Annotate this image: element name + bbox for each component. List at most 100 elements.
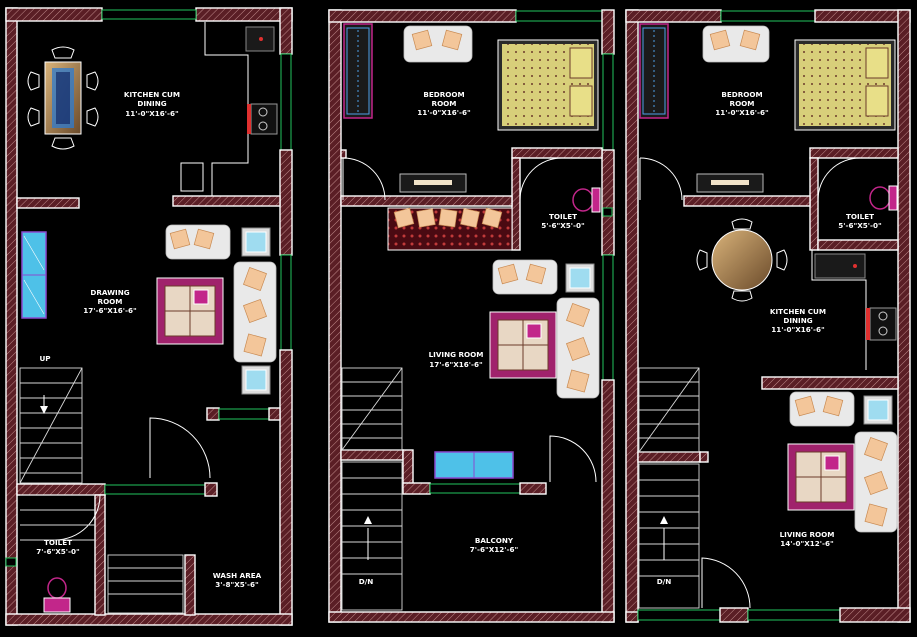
dining-table xyxy=(27,46,99,150)
label-bedroom-size: 11'-0"X16'-6" xyxy=(417,108,471,117)
label-toilet: TOILET xyxy=(846,212,874,221)
plan-ground-floor: KITCHEN CUM DINING 11'-0"X16'-6" DRAWING… xyxy=(5,7,293,626)
plan-second-floor: BEDROOM ROOM 11'-0"X16'-6" TOILET 5'-6"X… xyxy=(625,9,911,623)
wall-left xyxy=(5,7,18,626)
label-wash: WASH AREA xyxy=(213,571,262,580)
label-living-size: 17'-6"X16'-6" xyxy=(429,360,483,369)
sink-tap-icon xyxy=(853,264,857,268)
wall-stair-top xyxy=(340,449,404,461)
toilet-door-swing xyxy=(519,157,563,201)
wall-balcony-right xyxy=(519,482,547,495)
window-bottom-right xyxy=(747,609,841,621)
center-table xyxy=(787,443,855,511)
label-drawing: DRAWING xyxy=(90,288,129,297)
fridge xyxy=(180,162,204,192)
wall-right-2 xyxy=(279,149,293,256)
burner-icon xyxy=(878,311,888,321)
label-living: LIVING ROOM xyxy=(429,350,484,359)
wall-top-left xyxy=(328,9,517,23)
label-balcony-size: 7'-6"X12'-6" xyxy=(470,545,519,554)
stove xyxy=(250,103,278,135)
bed xyxy=(497,39,599,131)
label-kitchen: KITCHEN CUM xyxy=(770,307,826,316)
label-living: LIVING ROOM xyxy=(780,530,835,539)
label-drawing-size: 17'-6"X16'-6" xyxy=(83,306,137,315)
window-right-2 xyxy=(602,254,614,381)
stove-knob xyxy=(247,104,251,134)
label-drawing-2: ROOM xyxy=(98,297,123,306)
label-living-size: 14'-0"X12'-6" xyxy=(780,539,834,548)
label-kitchen-size: 11'-0"X16'-6" xyxy=(125,109,179,118)
label-wash-size: 3'-8"X5'-6" xyxy=(215,580,259,589)
window-right-1 xyxy=(280,53,292,151)
wall-bottom xyxy=(328,611,615,623)
wall-left xyxy=(328,9,342,623)
wall-stub xyxy=(340,149,347,159)
label-up: UP xyxy=(39,354,50,363)
pillar-2 xyxy=(268,407,281,421)
wall-right-3 xyxy=(279,349,293,626)
wall-toilet-bottom xyxy=(817,239,899,251)
wall-right-3 xyxy=(601,379,615,623)
bed xyxy=(794,39,896,131)
wall-bottom-right xyxy=(839,607,911,623)
entry-door-swing xyxy=(701,557,751,609)
staircase xyxy=(19,367,184,614)
window-right-2 xyxy=(280,254,292,351)
wall-right-1 xyxy=(601,9,615,55)
wall-bottom-mid xyxy=(719,607,749,623)
wall-top-right xyxy=(814,9,911,23)
sink-tap-icon xyxy=(259,37,263,41)
label-toilet-size: 5'-6"X5'-0" xyxy=(838,221,882,230)
wall-bedroom-bottom xyxy=(340,195,513,207)
toilet-seat xyxy=(572,187,601,213)
burner-icon xyxy=(258,107,268,117)
sofa-set xyxy=(165,224,277,395)
window-toilet xyxy=(5,557,17,567)
wall-inner-kitchen-right xyxy=(172,195,281,207)
wall-living-top xyxy=(761,376,899,390)
sofa-set xyxy=(789,391,898,533)
round-dining-table xyxy=(696,218,788,302)
label-bedroom-2: ROOM xyxy=(432,99,457,108)
wall-toilet-top xyxy=(16,483,106,496)
wardrobe xyxy=(639,23,669,119)
label-toilet-size: 5'-6"X5'-0" xyxy=(541,221,585,230)
wall-right-1 xyxy=(279,7,293,55)
wall-bottom xyxy=(5,613,293,626)
wall-balcony-left xyxy=(402,482,431,495)
door-swing xyxy=(149,417,211,479)
label-bedroom-2: ROOM xyxy=(730,99,755,108)
window-balcony xyxy=(429,483,521,494)
wall-top-right xyxy=(195,7,293,22)
door-swing xyxy=(342,157,386,201)
label-dn: D/N xyxy=(657,577,672,586)
sofa-bedroom xyxy=(403,25,473,63)
toilet-seat xyxy=(869,185,898,211)
burner-icon xyxy=(878,326,888,336)
wall-bottom-corner xyxy=(625,611,639,623)
wall-bedroom-bottom xyxy=(683,195,811,207)
label-dn: D/N xyxy=(359,577,374,586)
wall-right-2 xyxy=(601,149,615,256)
wall-toilet-left xyxy=(511,157,521,251)
label-toilet: TOILET xyxy=(549,212,577,221)
toilet-seat xyxy=(43,577,71,613)
label-bedroom: BEDROOM xyxy=(721,90,762,99)
wall-left xyxy=(625,9,639,623)
wall-inner-kitchen-left xyxy=(16,197,80,209)
label-balcony: BALCONY xyxy=(475,536,514,545)
window-top xyxy=(101,9,197,20)
burner-icon xyxy=(258,121,268,131)
label-bedroom-size: 11'-0"X16'-6" xyxy=(715,108,769,117)
wall-right xyxy=(897,9,911,623)
window-top xyxy=(515,10,603,22)
window-bottom-left xyxy=(637,609,721,621)
label-toilet-size: 7'-6"X5'-0" xyxy=(36,547,80,556)
sofa-set xyxy=(492,259,600,399)
wall-stair-end xyxy=(699,451,709,463)
wall-toilet-top xyxy=(809,147,899,159)
label-kitchen-2: DINING xyxy=(137,99,166,108)
window-right-1 xyxy=(602,53,614,151)
